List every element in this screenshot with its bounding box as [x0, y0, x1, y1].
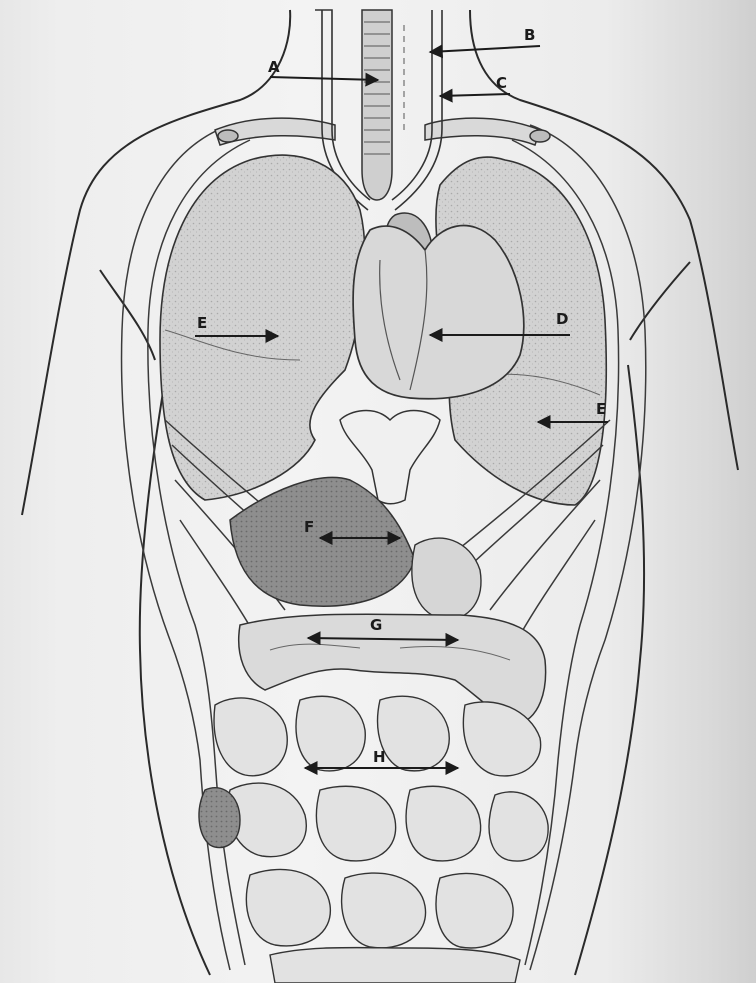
label-e: E: [197, 314, 207, 332]
right-clavicle-head: [530, 130, 550, 142]
intestine-loop-3: [378, 696, 450, 771]
trachea: [362, 10, 392, 200]
label-g: G: [370, 616, 382, 634]
label-e2: E: [596, 400, 606, 418]
intestine-loop-1: [214, 698, 287, 776]
left-clavicle-head: [218, 130, 238, 142]
right-carotid-outer: [392, 10, 432, 200]
intestine-loop-7: [406, 786, 481, 861]
intestine-loop-8: [489, 792, 548, 861]
label-a: A: [268, 58, 280, 76]
label-f: F: [304, 518, 314, 536]
intestine-loop-2: [296, 696, 365, 771]
right-armpit-line: [630, 262, 690, 340]
arrow-c: [440, 94, 510, 96]
intestine-loop-6: [316, 786, 395, 861]
label-h: H: [373, 748, 386, 766]
rib-left-4: [520, 520, 595, 635]
small-intestine: [199, 696, 548, 983]
left-armpit-line: [100, 270, 155, 360]
arrow-b: [430, 46, 540, 52]
label-d: D: [556, 310, 568, 328]
label-b: B: [524, 26, 535, 44]
right-carotid-inner: [395, 10, 442, 210]
intestine-loop-9: [246, 869, 330, 945]
label-c: C: [496, 74, 507, 92]
intestine-loop-12: [270, 948, 520, 983]
intestine-loop-11: [436, 873, 513, 948]
intestine-loop-10: [342, 873, 426, 948]
heart-body: [353, 226, 524, 399]
right-lung: [160, 155, 365, 500]
stomach: [412, 538, 481, 620]
